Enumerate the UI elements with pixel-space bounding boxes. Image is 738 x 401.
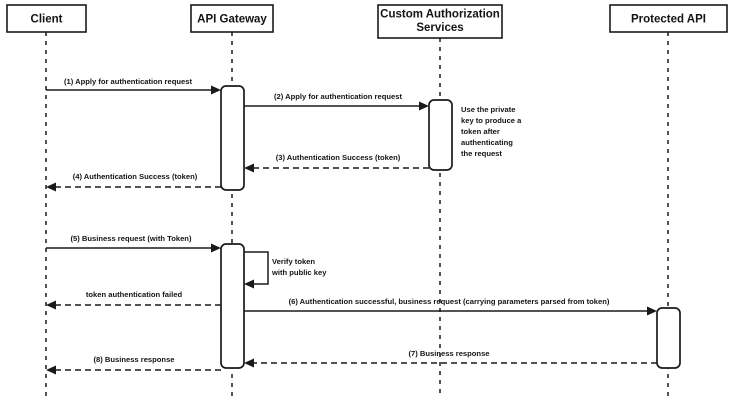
message-8-label: (8) Business response [93,355,174,364]
participant-label-client: Client [31,14,63,26]
note-private-key-line-5: the request [461,149,502,158]
participant-api-gateway[interactable]: API Gateway [190,4,274,33]
participant-label-custom-authorization-services-line1: Custom Authorization [380,9,500,21]
message-2-arrowhead [419,101,429,111]
message-8-arrowhead [46,365,56,375]
message-7-label: (7) Business response [408,349,489,358]
message-5-label: (5) Business request (with Token) [71,234,192,243]
message-4-label: (4) Authentication Success (token) [73,172,198,181]
activation-api-gateway-auth[interactable] [220,85,245,191]
participant-box-custom-authorization-services[interactable] [377,4,503,39]
participant-box-client[interactable] [6,4,87,33]
message-1-label: (1) Apply for authentication request [64,77,192,86]
message-1-arrowhead [211,85,221,95]
participant-box-protected-api[interactable] [609,4,728,33]
message-7[interactable]: (7) Business response [244,349,657,368]
message-4-arrowhead [46,182,56,192]
participant-protected-api[interactable]: Protected API [609,4,728,33]
message-5-arrowhead [211,243,221,253]
lifelines-layer [45,32,669,396]
message-token-authentication-failed-arrowhead [46,300,56,310]
message-7-arrowhead [244,358,254,368]
message-5[interactable]: (5) Business request (with Token) [46,234,221,253]
participant-label-custom-authorization-services-line2: Services [416,22,463,34]
message-2-label: (2) Apply for authentication request [274,92,402,101]
message-6-label: (6) Authentication successful, business … [289,297,610,306]
message-token-authentication-failed-label: token authentication failed [86,290,183,299]
activation-protected-api[interactable] [656,307,681,369]
message-self-verify-token-label-line1: Verify token [272,257,315,266]
message-2[interactable]: (2) Apply for authentication request [244,92,429,111]
note-private-key-line-3: token after [461,127,500,136]
note-private-key-line-2: key to produce a [461,116,522,125]
activations-layer [220,85,681,369]
activation-custom-authorization-services[interactable] [428,99,453,171]
message-6-arrowhead [647,306,657,316]
participant-box-api-gateway[interactable] [190,4,274,33]
note-private-key-line-4: authenticating [461,138,513,147]
participant-label-protected-api: Protected API [631,14,706,26]
message-3-label: (3) Authentication Success (token) [276,153,401,162]
message-4[interactable]: (4) Authentication Success (token) [46,172,221,192]
activation-api-gateway-business[interactable] [220,243,245,369]
message-token-authentication-failed[interactable]: token authentication failed [46,290,221,310]
participant-client[interactable]: Client [6,4,87,33]
message-3-arrowhead [244,163,254,173]
message-3[interactable]: (3) Authentication Success (token) [244,153,429,173]
participant-label-api-gateway: API Gateway [197,14,267,26]
note-private-key-line-1: Use the private [461,105,515,114]
participant-custom-authorization-services[interactable]: Custom Authorization Services [377,4,503,39]
message-6[interactable]: (6) Authentication successful, business … [244,297,657,316]
message-self-verify-token-line [244,251,269,285]
message-self-verify-token[interactable]: Verify token with public key [244,251,327,289]
message-self-verify-token-label-line2: with public key [271,268,327,277]
message-8[interactable]: (8) Business response [46,355,221,375]
message-1[interactable]: (1) Apply for authentication request [46,77,221,95]
note-private-key: Use the private key to produce a token a… [461,105,522,158]
message-self-verify-token-arrowhead [244,279,254,289]
